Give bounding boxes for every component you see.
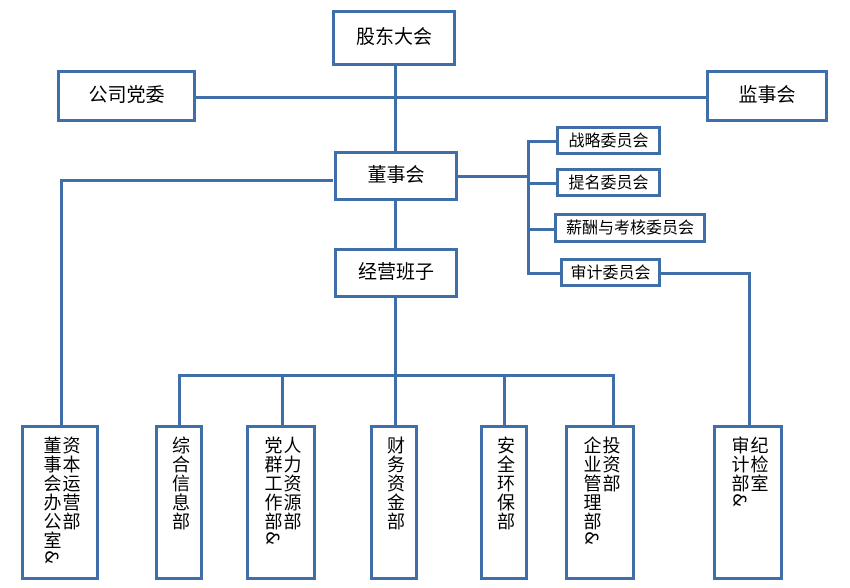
- node-label-primary: 综合信息部: [169, 436, 190, 531]
- connector-management-to-bus: [394, 297, 397, 377]
- committee-vertical-bus: [527, 140, 530, 274]
- connector-audit-committee-down: [748, 272, 751, 426]
- connector-bus-to-committee-1: [527, 140, 557, 143]
- node-label: 战略委员会: [568, 130, 649, 150]
- node-label-secondary: 企业管理部&: [580, 436, 602, 547]
- node-label: 监事会: [738, 84, 796, 107]
- connector-board-to-committee-bus: [458, 175, 530, 178]
- node-label-primary: 纪检室: [747, 436, 769, 493]
- node-committee-strategy[interactable]: 战略委员会: [556, 126, 661, 155]
- node-committee-audit[interactable]: 审计委员会: [560, 258, 661, 287]
- connector-bus-to-dept-4: [394, 374, 397, 426]
- connector-party-to-supervisory-left: [196, 96, 396, 99]
- connector-board-to-management: [394, 200, 397, 248]
- node-dept-finance-funds[interactable]: 财务资金部: [370, 425, 418, 580]
- connector-board-left-out: [60, 179, 333, 182]
- node-label: 审计委员会: [570, 262, 651, 282]
- node-label: 经营班子: [357, 261, 434, 284]
- node-dept-general-information[interactable]: 综合信息部: [155, 425, 203, 580]
- node-label-primary: 资本运营部: [59, 436, 81, 531]
- connector-bus-to-committee-2: [527, 182, 557, 185]
- node-label: 股东大会: [355, 26, 432, 49]
- connector-bus-to-dept-5: [503, 374, 506, 426]
- node-label-primary: 安全环保部: [494, 436, 515, 531]
- connector-board-left-down: [60, 179, 63, 426]
- node-dept-discipline-inspection[interactable]: 纪检室 审计部&: [713, 425, 783, 580]
- vertical-text-stack: 纪检室 审计部&: [718, 436, 778, 569]
- connector-party-to-supervisory-right: [394, 96, 708, 99]
- connector-bus-to-dept-6: [612, 374, 615, 426]
- node-dept-capital-operations[interactable]: 资本运营部 董事会办公室&: [21, 425, 99, 580]
- node-shareholders-meeting[interactable]: 股东大会: [332, 10, 456, 66]
- node-dept-safety-environment[interactable]: 安全环保部: [480, 425, 528, 580]
- node-label-secondary: 党群工作部&: [261, 436, 283, 547]
- node-management-team[interactable]: 经营班子: [334, 248, 458, 298]
- node-dept-human-resources[interactable]: 人力资源部 党群工作部&: [246, 425, 316, 580]
- node-label-primary: 人力资源部: [280, 436, 302, 531]
- node-label-secondary: 审计部&: [728, 436, 750, 509]
- vertical-text-stack: 财务资金部: [375, 436, 413, 569]
- node-supervisory-board[interactable]: 监事会: [706, 70, 828, 122]
- connector-audit-committee-right: [661, 272, 751, 275]
- node-label: 公司党委: [88, 84, 165, 107]
- vertical-text-stack: 资本运营部 董事会办公室&: [26, 436, 94, 569]
- node-label: 薪酬与考核委员会: [565, 218, 694, 238]
- node-label-secondary: 董事会办公室&: [40, 436, 62, 566]
- node-label-primary: 财务资金部: [384, 436, 405, 531]
- node-committee-nomination[interactable]: 提名委员会: [556, 168, 661, 197]
- node-party-committee[interactable]: 公司党委: [57, 70, 196, 122]
- node-board-of-directors[interactable]: 董事会: [334, 151, 458, 201]
- connector-bus-to-committee-4: [527, 272, 562, 275]
- connector-shareholders-to-board: [394, 66, 397, 151]
- vertical-text-stack: 综合信息部: [160, 436, 198, 569]
- node-label: 提名委员会: [568, 172, 649, 192]
- vertical-text-stack: 投资部 企业管理部&: [570, 436, 630, 569]
- vertical-text-stack: 人力资源部 党群工作部&: [251, 436, 311, 569]
- node-committee-remuneration-assessment[interactable]: 薪酬与考核委员会: [554, 213, 706, 243]
- connector-bus-to-dept-2: [178, 374, 181, 426]
- connector-bus-to-committee-3: [527, 228, 555, 231]
- node-dept-investment[interactable]: 投资部 企业管理部&: [565, 425, 635, 580]
- vertical-text-stack: 安全环保部: [485, 436, 523, 569]
- node-label-primary: 投资部: [599, 436, 621, 493]
- connector-bus-to-dept-3: [281, 374, 284, 426]
- node-label: 董事会: [367, 164, 425, 187]
